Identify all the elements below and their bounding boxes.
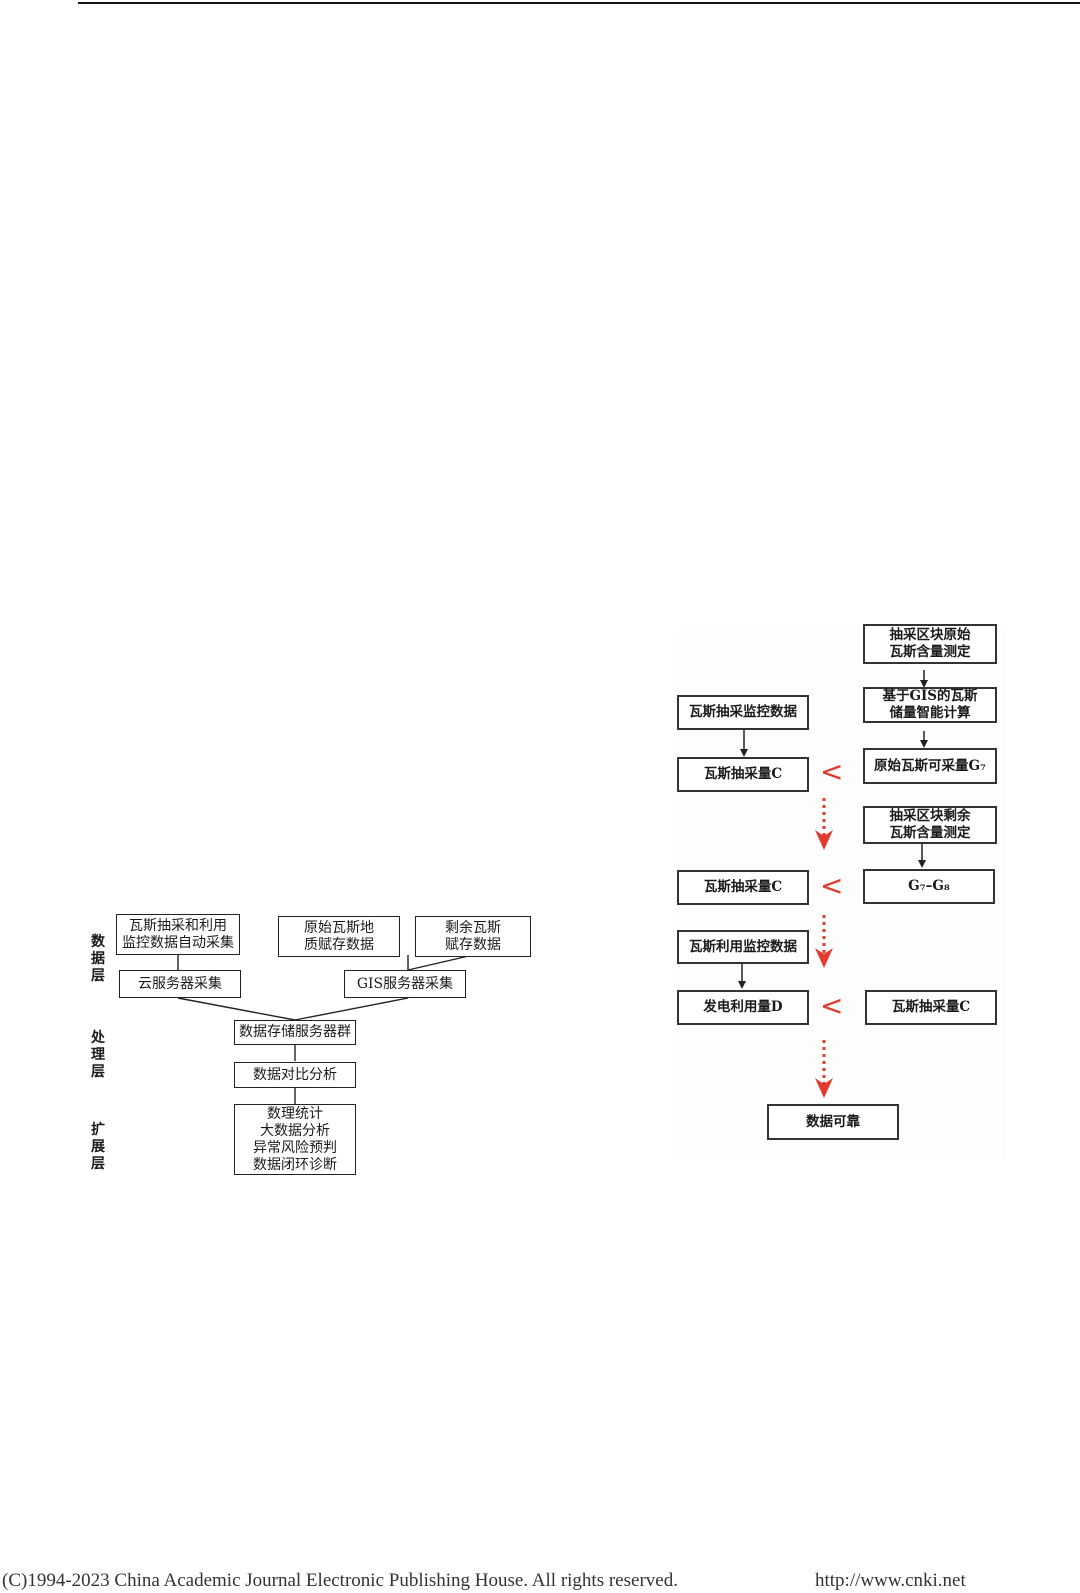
extraction-c-box-1: 瓦斯抽采量C [677,757,809,792]
cnki-link[interactable]: http://www.cnki.net [815,1570,966,1591]
architecture-diagram: 数 据 层 处 理 层 扩 展 层 瓦斯抽采和利用 监控数据自动采集 原始瓦斯地… [88,910,538,1192]
data-reliable-box: 数据可靠 [767,1104,899,1140]
extension-box: 数理统计 大数据分析 异常风险预判 数据闭环诊断 [234,1104,356,1175]
connector-gis-storage [294,997,409,1021]
extraction-monitor-box: 瓦斯抽采监控数据 [677,695,809,730]
original-content-measure-box: 抽采区块原始 瓦斯含量测定 [863,624,997,664]
layer-label-extend: 扩 展 层 [91,1122,105,1172]
gis-server-box: GIS服务器采集 [344,970,466,998]
less-than-sign-2: < [820,869,844,902]
orig-geo-data-box: 原始瓦斯地 质赋存数据 [278,916,400,957]
connector-cloud-storage [177,997,296,1021]
storage-cluster-box: 数据存储服务器群 [234,1020,356,1045]
architecture-connectors [177,954,474,1104]
gis-reserve-calc-box: 基于GIS的瓦斯 储量智能计算 [863,687,997,723]
auto-collect-box: 瓦斯抽采和利用 监控数据自动采集 [116,914,240,955]
power-utilization-d-box: 发电利用量D [677,990,809,1025]
utilization-monitor-box: 瓦斯利用监控数据 [677,930,809,964]
original-recoverable-box: 原始瓦斯可采量G₇ [863,748,997,784]
comparison-analysis-box: 数据对比分析 [234,1062,356,1088]
cloud-server-box: 云服务器采集 [119,970,241,998]
difference-box: G₇–G₈ [863,869,995,904]
reliability-flowchart: 抽采区块原始 瓦斯含量测定 基于GIS的瓦斯 储量智能计算 瓦斯抽采监控数据 瓦… [677,624,1006,1160]
layer-label-data: 数 据 层 [91,934,105,984]
residual-content-measure-box: 抽采区块剩余 瓦斯含量测定 [863,806,997,844]
less-than-sign-1: < [820,755,844,788]
less-than-sign-3: < [820,989,844,1022]
header-rule [78,2,1080,4]
layer-label-process: 处 理 层 [91,1030,105,1080]
residual-data-box: 剩余瓦斯 赋存数据 [415,916,531,957]
extraction-c-box-3: 瓦斯抽采量C [865,990,997,1025]
flowchart-arrows [738,670,928,1098]
connector-residual-gis [407,954,474,971]
copyright-text: (C)1994-2023 China Academic Journal Elec… [2,1570,678,1591]
extraction-c-box-2: 瓦斯抽采量C [677,870,809,905]
